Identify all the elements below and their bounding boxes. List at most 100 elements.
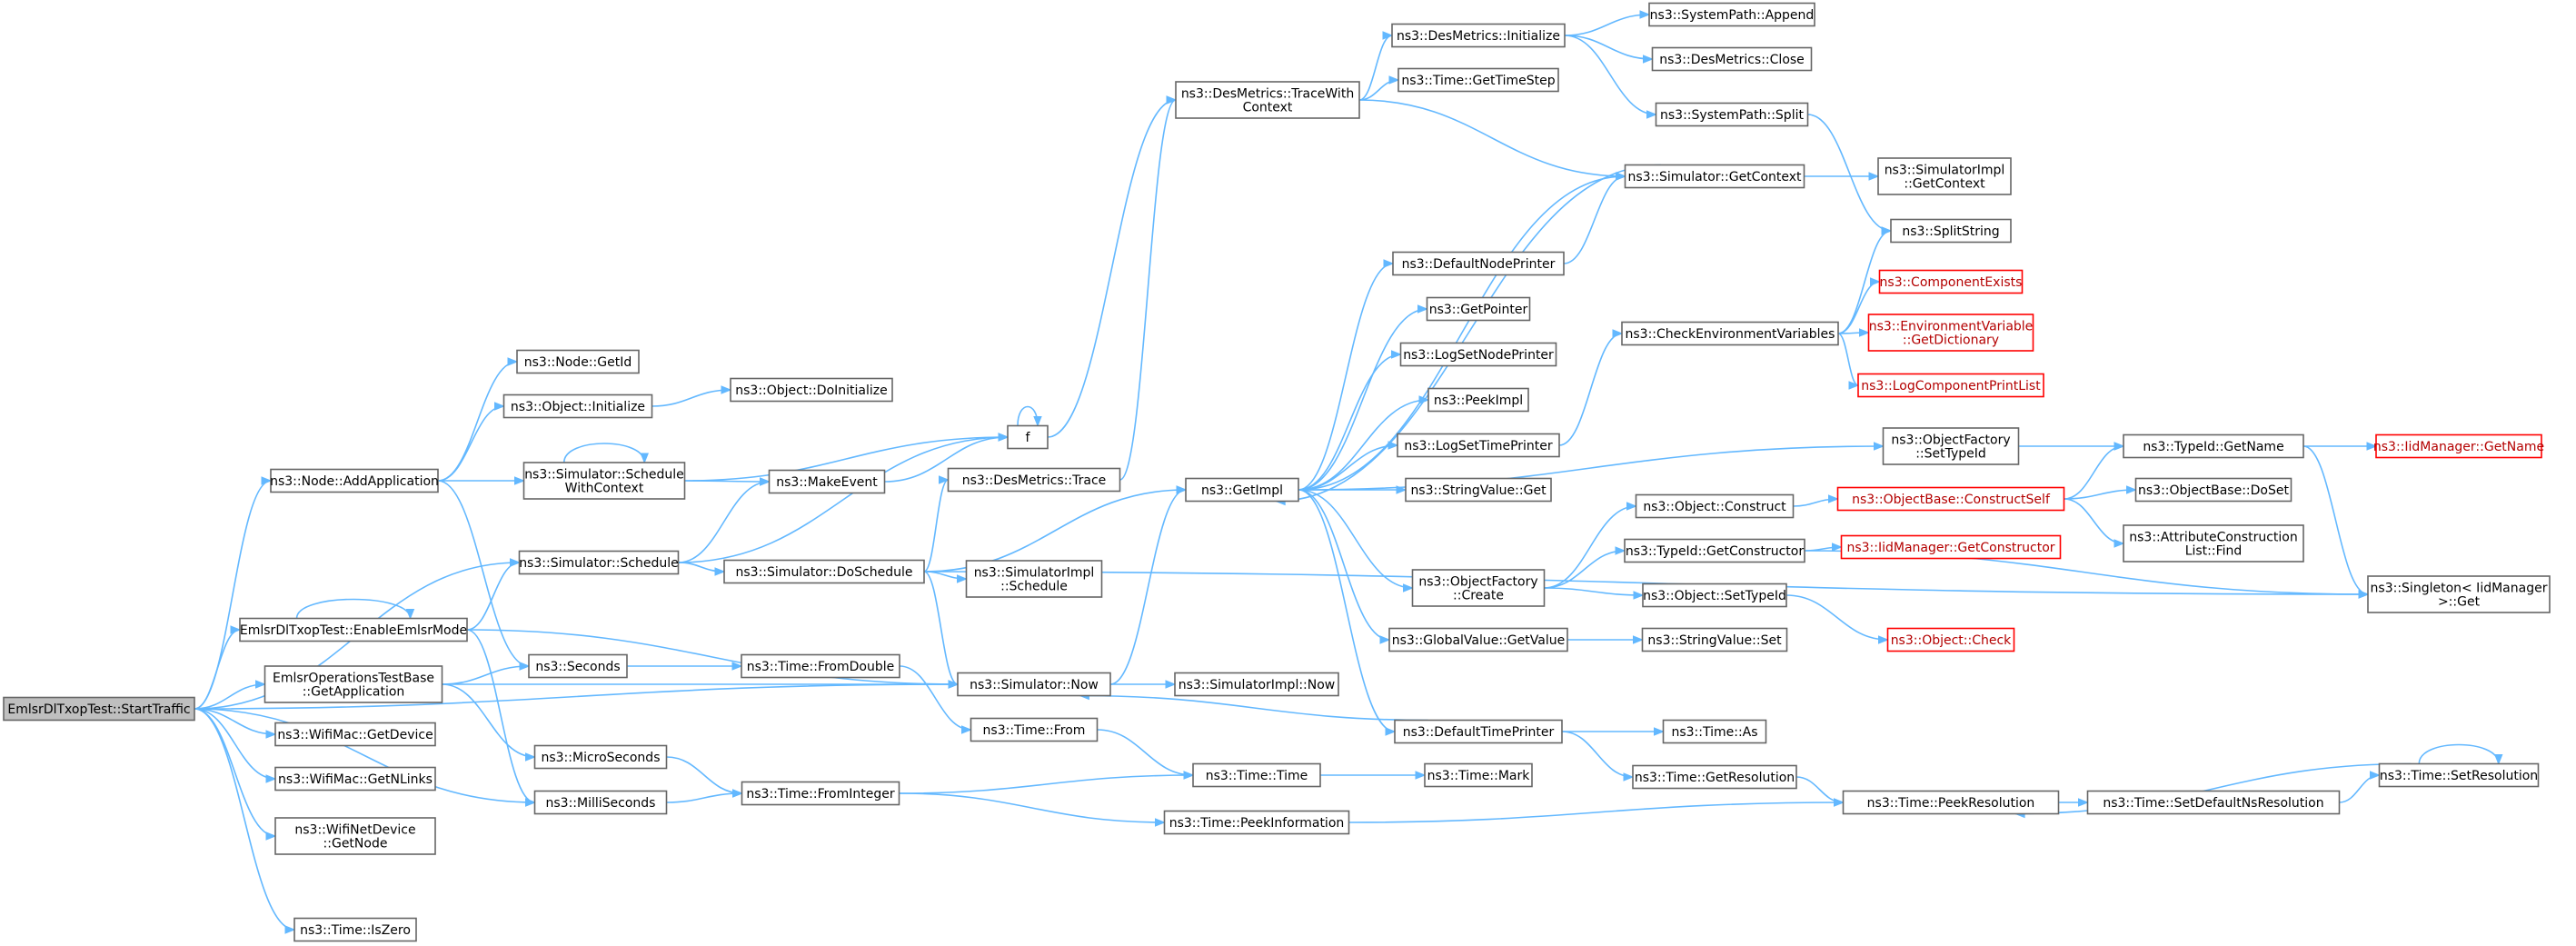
node-ns3-simulatorimpl-schedule[interactable]: ns3::SimulatorImpl::Schedule bbox=[965, 560, 1103, 598]
node-ns3-time-gettimestep[interactable]: ns3::Time::GetTimeStep bbox=[1397, 67, 1559, 93]
node-ns3-node-addapplication[interactable]: ns3::Node::AddApplication bbox=[270, 468, 439, 493]
node-ns3-iidmanager-getname[interactable]: ns3::IidManager::GetName bbox=[2373, 433, 2544, 459]
node-ns3-systempath-split[interactable]: ns3::SystemPath::Split bbox=[1655, 102, 1809, 127]
node-emlsroperationstestbase-getapplication[interactable]: EmlsrOperationsTestBase::GetApplication bbox=[264, 665, 443, 703]
edge-checkenv-to-compexists bbox=[1837, 277, 1881, 334]
node-ns3-simulatorimpl-getcontext[interactable]: ns3::SimulatorImpl::GetContext bbox=[1877, 157, 2012, 195]
node-ns3-wifinetdevice-getnode[interactable]: ns3::WifiNetDevice::GetNode bbox=[274, 817, 436, 855]
node-ns3-time-frominteger[interactable]: ns3::Time::FromInteger bbox=[741, 781, 900, 806]
node-ns3-simulator-doschedule[interactable]: ns3::Simulator::DoSchedule bbox=[723, 559, 925, 584]
node-box bbox=[1642, 583, 1787, 608]
node-ns3-time-iszero[interactable]: ns3::Time::IsZero bbox=[293, 917, 417, 942]
node-ns3-simulatorimpl-now[interactable]: ns3::SimulatorImpl::Now bbox=[1174, 672, 1339, 697]
node-ns3-time-setresolution[interactable]: ns3::Time::SetResolution bbox=[2378, 762, 2540, 788]
node-box bbox=[1175, 81, 1360, 119]
node-ns3-microseconds[interactable]: ns3::MicroSeconds bbox=[533, 744, 668, 770]
node-ns3-getimpl[interactable]: ns3::GetImpl bbox=[1185, 477, 1299, 503]
edge-fromint-to-timetime bbox=[899, 771, 1195, 794]
node-ns3-time-from[interactable]: ns3::Time::From bbox=[970, 717, 1099, 742]
node-ns3-stringvalue-get[interactable]: ns3::StringValue::Get bbox=[1405, 477, 1552, 503]
node-label: ns3::GetPointer bbox=[1429, 303, 1528, 317]
node-label: ns3::Node::AddApplication bbox=[270, 474, 439, 489]
node-ns3-object-initialize[interactable]: ns3::Object::Initialize bbox=[502, 393, 653, 419]
node-box bbox=[270, 468, 439, 493]
node-ns3-time-peekinformation[interactable]: ns3::Time::PeekInformation bbox=[1163, 810, 1350, 835]
node-ns3-globalvalue-getvalue[interactable]: ns3::GlobalValue::GetValue bbox=[1388, 627, 1568, 652]
edge-getimpl-to-logsetnode bbox=[1298, 350, 1402, 491]
node-ns3-object-check[interactable]: ns3::Object::Check bbox=[1886, 627, 2015, 652]
node-label: ns3::LogSetNodePrinter bbox=[1403, 348, 1554, 363]
edge-root-to-enable bbox=[194, 625, 242, 710]
node-ns3-wifimac-getnlinks[interactable]: ns3::WifiMac::GetNLinks bbox=[274, 766, 436, 792]
node-label: ns3::LogSetTimePrinter bbox=[1404, 439, 1553, 453]
node-label: ns3::Time::PeekInformation bbox=[1169, 816, 1345, 831]
node-label: ns3::Object::Initialize bbox=[511, 400, 645, 414]
node-ns3-objectbase-constructself[interactable]: ns3::ObjectBase::ConstructSelf bbox=[1836, 486, 2065, 512]
node-ns3-desmetrics-trace[interactable]: ns3::DesMetrics::Trace bbox=[947, 467, 1121, 493]
node-label: ns3::ComponentExists bbox=[1880, 275, 2023, 290]
node-ns3-time-fromdouble[interactable]: ns3::Time::FromDouble bbox=[741, 653, 900, 679]
edge-doschedule-to-simnow bbox=[923, 571, 960, 689]
node-ns3-defaultnodeprinter[interactable]: ns3::DefaultNodePrinter bbox=[1392, 251, 1565, 276]
node-ns3-stringvalue-set[interactable]: ns3::StringValue::Set bbox=[1641, 627, 1788, 652]
node-ns3-simulator-getcontext[interactable]: ns3::Simulator::GetContext bbox=[1624, 164, 1805, 189]
node-label: ns3::GetImpl bbox=[1201, 483, 1283, 498]
node-ns3-logcomponentprintlist[interactable]: ns3::LogComponentPrintList bbox=[1857, 373, 2044, 398]
node-ns3-peekimpl[interactable]: ns3::PeekImpl bbox=[1427, 387, 1529, 413]
node-ns3-simulator-schedule[interactable]: ns3::Simulator::Schedule bbox=[518, 550, 680, 575]
node-box bbox=[1651, 46, 1813, 72]
node-ns3-time-time[interactable]: ns3::Time::Time bbox=[1192, 762, 1321, 788]
node-ns3-environmentvariable-getdictionary[interactable]: ns3::EnvironmentVariable::GetDictionary bbox=[1867, 314, 2034, 352]
node-ns3-makeevent[interactable]: ns3::MakeEvent bbox=[768, 469, 886, 494]
node-label: ns3::DesMetrics::Close bbox=[1659, 53, 1805, 67]
node-ns3-milliseconds[interactable]: ns3::MilliSeconds bbox=[533, 790, 668, 815]
node-ns3-componentexists[interactable]: ns3::ComponentExists bbox=[1878, 269, 2024, 294]
node-ns3-node-getid[interactable]: ns3::Node::GetId bbox=[516, 349, 640, 374]
node-ns3-desmetrics-close[interactable]: ns3::DesMetrics::Close bbox=[1651, 46, 1813, 72]
node-ns3-getpointer[interactable]: ns3::GetPointer bbox=[1426, 296, 1531, 322]
node-box bbox=[2375, 433, 2542, 459]
node-ns3-logsetnodeprinter[interactable]: ns3::LogSetNodePrinter bbox=[1399, 342, 1557, 367]
node-ns3-time-peekresolution[interactable]: ns3::Time::PeekResolution bbox=[1842, 790, 2060, 815]
node-box bbox=[2123, 524, 2304, 563]
node-ns3-object-construct[interactable]: ns3::Object::Construct bbox=[1635, 493, 1795, 519]
node-ns3-defaulttimeprinter[interactable]: ns3::DefaultTimePrinter bbox=[1394, 719, 1563, 744]
node-ns3-typeid-getconstructor[interactable]: ns3::TypeId::GetConstructor bbox=[1624, 538, 1805, 563]
node-ns3-wifimac-getdevice[interactable]: ns3::WifiMac::GetDevice bbox=[274, 722, 436, 747]
node-label: ns3::Time::SetResolution bbox=[2380, 769, 2538, 783]
edge-timetime-to-timemark bbox=[1320, 771, 1427, 780]
node-ns3-time-mark[interactable]: ns3::Time::Mark bbox=[1424, 762, 1533, 788]
node-label: ns3::PeekImpl bbox=[1434, 393, 1523, 408]
node-box bbox=[1394, 719, 1563, 744]
node-ns3-logsettimeprinter[interactable]: ns3::LogSetTimePrinter bbox=[1397, 433, 1560, 458]
edge-simnow-to-simimplnow bbox=[1110, 680, 1177, 689]
node-ns3-time-getresolution[interactable]: ns3::Time::GetResolution bbox=[1632, 764, 1797, 790]
node-ns3-singleton-iidmanager-get[interactable]: ns3::Singleton< IidManager>::Get bbox=[2367, 575, 2551, 613]
node-emlsrdltxoptest-enableemlsrmode[interactable]: EmlsrDlTxopTest::EnableEmlsrMode bbox=[239, 617, 468, 642]
node-ns3-seconds[interactable]: ns3::Seconds bbox=[528, 653, 628, 679]
node-ns3-object-settypeid[interactable]: ns3::Object::SetTypeId bbox=[1642, 583, 1787, 608]
node-box bbox=[1857, 373, 2044, 398]
node-ns3-time-setdefaultnsresolution[interactable]: ns3::Time::SetDefaultNsResolution bbox=[2086, 790, 2341, 815]
edge-seconds-to-fromdouble bbox=[626, 662, 743, 671]
node-ns3-typeid-getname[interactable]: ns3::TypeId::GetName bbox=[2123, 433, 2304, 459]
node-ns3-iidmanager-getconstructor[interactable]: ns3::IidManager::GetConstructor bbox=[1840, 534, 2062, 560]
node-ns3-splitstring[interactable]: ns3::SplitString bbox=[1890, 218, 2012, 244]
node-ns3-systempath-append[interactable]: ns3::SystemPath::Append bbox=[1648, 2, 1815, 27]
edge-obconstructself-to-tidgetname bbox=[2064, 442, 2125, 500]
node-f[interactable]: f bbox=[1007, 424, 1049, 450]
node-box bbox=[741, 781, 900, 806]
node-emlsrdltxoptest-starttraffic[interactable]: EmlsrDlTxopTest::StartTraffic bbox=[3, 696, 195, 722]
node-ns3-checkenvironmentvariables[interactable]: ns3::CheckEnvironmentVariables bbox=[1621, 321, 1839, 346]
node-ns3-objectfactory-create[interactable]: ns3::ObjectFactory::Create bbox=[1411, 569, 1546, 607]
node-ns3-objectfactory-settypeid[interactable]: ns3::ObjectFactory::SetTypeId bbox=[1882, 427, 2020, 465]
node-ns3-time-as[interactable]: ns3::Time::As bbox=[1662, 719, 1767, 744]
edge-timefrom-to-timetime bbox=[1097, 729, 1195, 780]
node-ns3-desmetrics-initialize[interactable]: ns3::DesMetrics::Initialize bbox=[1391, 23, 1566, 48]
node-ns3-simulator-now[interactable]: ns3::Simulator::Now bbox=[957, 672, 1111, 697]
node-ns3-objectbase-doset[interactable]: ns3::ObjectBase::DoSet bbox=[2134, 477, 2293, 503]
node-ns3-object-doinitialize[interactable]: ns3::Object::DoInitialize bbox=[730, 377, 893, 403]
